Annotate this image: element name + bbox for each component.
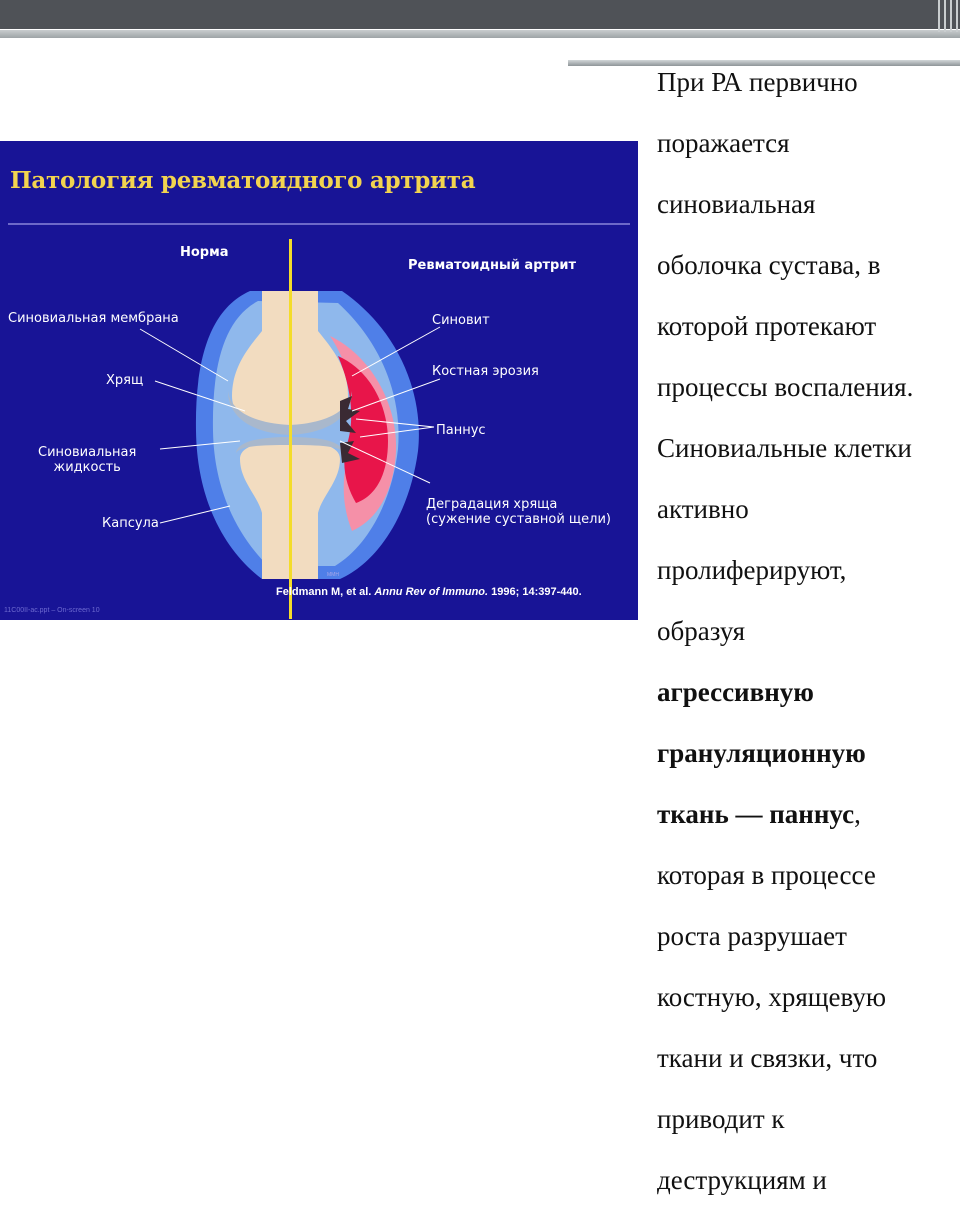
label-ra: Ревматоидный артрит: [408, 258, 576, 273]
text-line: Синовиальные клетки: [657, 432, 912, 463]
citation: Feldmann M, et al. Annu Rev of Immuno. 1…: [276, 586, 582, 598]
text-line: которой протекают: [657, 310, 877, 341]
citation-journal: Annu Rev of Immuno.: [374, 586, 489, 598]
text-line: активно: [657, 493, 749, 524]
bold-text: агрессивную: [657, 676, 814, 707]
text-line: ткани и связки, что: [657, 1042, 878, 1073]
bold-text: грануляционную: [657, 737, 866, 768]
label-cartilage: Хрящ: [106, 373, 144, 388]
artist-mark: MMH: [327, 572, 339, 578]
label-pannus: Паннус: [436, 423, 486, 438]
text-line: костную, хрящевую: [657, 981, 887, 1012]
label-synovial-fluid: Синовиальная жидкость: [38, 445, 136, 475]
upper-cartilage: [228, 391, 352, 435]
header-rule: [0, 30, 960, 38]
label-bone-erosion: Костная эрозия: [432, 364, 539, 379]
corner-decoration: [936, 0, 960, 32]
file-mark: 11C00II-ac.ppt – On-screen 10: [4, 607, 100, 614]
label-capsule: Капсула: [102, 516, 159, 531]
bold-text: ткань — паннус: [657, 798, 855, 829]
diagram-title: Патология ревматоидного артрита: [10, 167, 476, 194]
pannus-tissue: [338, 356, 388, 503]
text-line-bold: грануляционную: [657, 738, 960, 769]
citation-authors: Feldmann M, et al.: [276, 586, 372, 598]
label-cartilage-degradation-line1: Деградация хряща: [426, 497, 558, 512]
bone-erosion: [340, 396, 360, 433]
bone-erosion-lower: [340, 441, 360, 463]
text-line: роста разрушает: [657, 920, 847, 951]
text-rule: [568, 60, 960, 66]
text-line: синовиальная: [657, 188, 816, 219]
text-line-bold: агрессивную: [657, 677, 960, 708]
text-line: оболочка сустава, в: [657, 249, 881, 280]
text-line: образуя: [657, 615, 746, 646]
slide-header-bar: [0, 0, 960, 29]
label-cartilage-degradation: Деградация хряща (сужение суставной щели…: [426, 497, 611, 527]
joint-diagram: Патология ревматоидного артрита Норма Ре…: [0, 141, 638, 620]
text-fragment: ,: [854, 798, 861, 829]
label-synovitis: Синовит: [432, 313, 490, 328]
label-synovial-membrane: Синовиальная мембрана: [8, 311, 179, 326]
label-synovial-fluid-line2: жидкость: [53, 460, 121, 475]
text-line: процессы воспаления.: [657, 371, 914, 402]
center-axis: [289, 239, 292, 619]
text-line: приводит к: [657, 1103, 785, 1134]
text-line: которая в процессе: [657, 859, 876, 890]
label-cartilage-degradation-line2: (сужение суставной щели): [426, 512, 611, 527]
text-line: деструкциям и: [657, 1164, 827, 1195]
text-line: пролиферируют,: [657, 554, 847, 585]
text-line: поражается: [657, 127, 790, 158]
label-norm: Норма: [180, 245, 229, 260]
pointer-lines: [139, 326, 441, 524]
joint-illustration: [8, 223, 630, 619]
slide-body-text: При РА первично поражается синовиальная …: [657, 36, 960, 1226]
label-synovial-fluid-line1: Синовиальная: [38, 445, 137, 460]
text-line: При РА первично: [657, 66, 858, 97]
title-separator: [8, 223, 630, 225]
citation-details: 1996; 14:397-440.: [491, 586, 582, 598]
text-line-mixed: ткань — паннус,: [657, 799, 960, 830]
